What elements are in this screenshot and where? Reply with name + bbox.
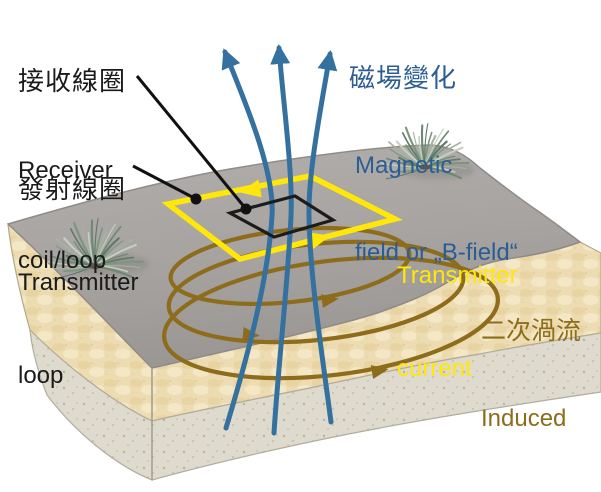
magnetic-field-label: 磁場變化 Magnetic field or „B-field“: [349, 6, 518, 296]
shrub-base: [419, 164, 431, 170]
left-face-basement-layer: [29, 328, 153, 481]
transmitter-loop-label: 發射線圈 Transmitter loop: [18, 112, 138, 422]
transmitter-loop-label-en: Transmitter: [18, 269, 139, 296]
magnetic-field-label-en: Magnetic: [355, 152, 453, 179]
induced-currents-label: 二次渦流 Induced currents: [481, 259, 581, 492]
transmitter-loop-wire: [161, 173, 403, 262]
induced-currents-label-zh: 二次渦流: [481, 317, 582, 345]
transmitter-leader-dot: [190, 193, 202, 205]
ground-surface: [7, 144, 581, 369]
eddy-arrowhead-icon: [321, 294, 339, 308]
transmitter-current-label-en: current: [397, 355, 472, 382]
receiver-coil-label-en: coil/loop: [18, 247, 107, 274]
eddy-arrowhead-icon: [370, 365, 389, 379]
transmitter-current-label-en: Transmitter: [397, 262, 518, 289]
receiver-coil-label: 接收線圈 Receiver coil/loop: [18, 6, 126, 306]
receiver-leader-line: [135, 75, 248, 210]
magnetic-field-lines: [221, 44, 338, 436]
front-face-basement-layer: [151, 332, 601, 481]
receiver-coil-label-en: Receiver: [18, 157, 113, 184]
magnetic-field-label-zh: 磁場變化: [349, 63, 458, 93]
transmitter-current-arrowhead-icon: [239, 179, 262, 198]
eddy-loop: [168, 225, 412, 307]
eddy-loop: [162, 255, 500, 381]
field-line: [270, 44, 294, 436]
transmitter-loop-graphic: [161, 173, 403, 262]
transmitter-leader-line: [132, 164, 197, 201]
receiver-coil-label-zh: 接收線圈: [18, 66, 127, 96]
magnetic-field-label-en: field or „B-field“: [355, 239, 518, 266]
transmitter-current-label: Transmitter current: [397, 198, 517, 415]
induced-current-loops: [162, 225, 500, 381]
induced-currents-label-en: Induced: [481, 405, 567, 432]
receiver-loop-wire: [225, 194, 337, 239]
transmitter-loop-label-zh: 發射線圈: [18, 174, 127, 204]
receiver-leader-dot: [240, 203, 252, 215]
shrub-base: [88, 263, 102, 269]
field-line: [221, 48, 275, 431]
transmitter-loop-label-en: loop: [18, 362, 64, 389]
leader-lines: [132, 75, 252, 215]
field-line: [306, 50, 338, 425]
transmitter-current-arrowhead-icon: [307, 232, 331, 250]
